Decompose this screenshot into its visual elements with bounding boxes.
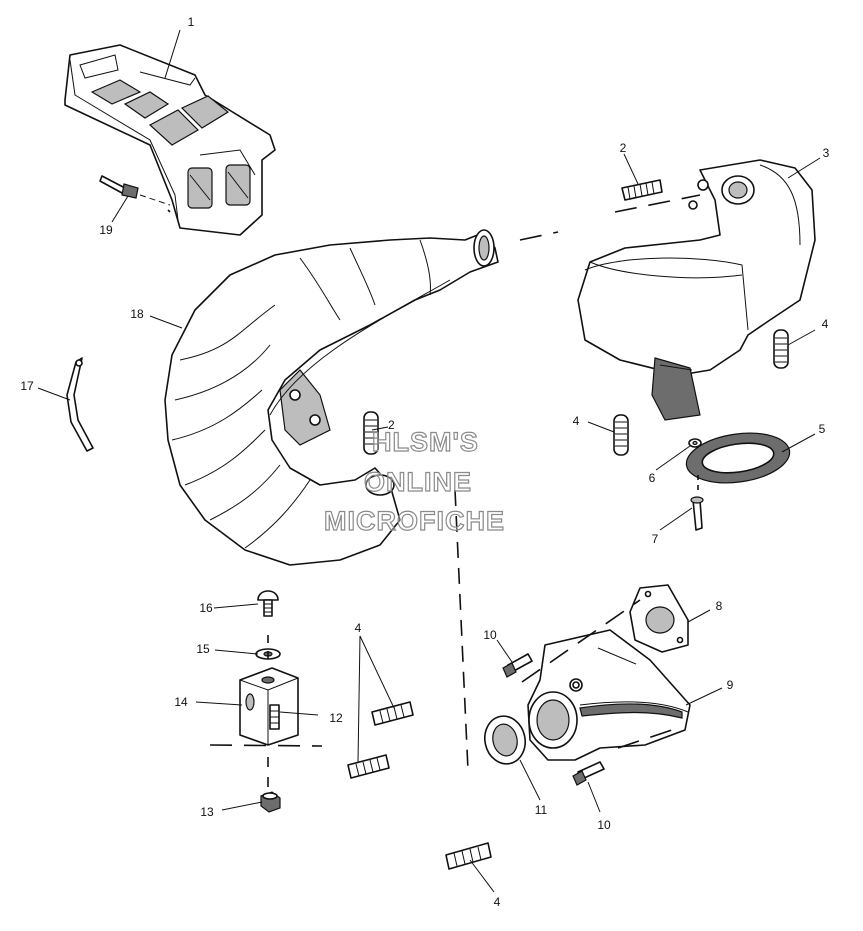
callout-4-right: 4 <box>822 317 829 331</box>
callout-16: 16 <box>199 601 213 615</box>
part-16-screw <box>257 590 279 617</box>
watermark-line-3: MICROFICHE <box>323 505 505 536</box>
part-4-spring-bottom <box>445 842 492 870</box>
part-18-expansion-pipe <box>164 229 499 566</box>
callout-3: 3 <box>823 146 830 160</box>
part-14-mount-block <box>239 667 299 746</box>
part-11-ring <box>484 715 526 765</box>
part-9-manifold <box>527 629 691 761</box>
part-2-spring-center <box>363 411 379 455</box>
callout-19: 19 <box>99 223 113 237</box>
callout-13: 13 <box>200 805 214 819</box>
callout-7: 7 <box>652 532 659 546</box>
callout-4-lower-pair: 4 <box>355 621 362 635</box>
callout-10-lower: 10 <box>597 818 611 832</box>
part-10-bolt-upper <box>502 653 533 678</box>
part-2-spring-upper <box>621 179 663 201</box>
callout-4-bottom: 4 <box>494 895 501 909</box>
callout-10-upper: 10 <box>483 628 497 642</box>
callout-14: 14 <box>174 695 188 709</box>
part-4-spring-right <box>773 329 789 369</box>
callout-labels: 1 2 3 2 4 4 5 6 7 8 9 10 10 11 12 13 14 … <box>20 15 829 909</box>
part-4-spring-mid <box>613 414 629 456</box>
watermark-line-2: ONLINE <box>363 466 473 497</box>
part-19-rivet <box>99 175 171 206</box>
watermark-line-1: HLSM'S <box>371 426 479 457</box>
part-4-spring-lower-a <box>371 701 414 726</box>
callout-17: 17 <box>20 379 34 393</box>
part-13-nut <box>260 791 281 813</box>
part-8-flange-gasket <box>629 584 689 653</box>
part-4-spring-lower-b <box>347 754 390 779</box>
dashed-centerlines <box>167 194 701 792</box>
callout-1: 1 <box>188 15 195 29</box>
callout-4-mid: 4 <box>573 414 580 428</box>
part-10-bolt-lower <box>572 761 605 786</box>
part-1-bracket <box>64 44 276 236</box>
callout-15: 15 <box>196 642 210 656</box>
part-3-muffler <box>577 159 816 421</box>
callout-5: 5 <box>819 422 826 436</box>
part-7-bolt <box>690 496 704 531</box>
callout-2-upper: 2 <box>620 141 627 155</box>
callout-6: 6 <box>649 471 656 485</box>
callout-2-center: 2 <box>388 418 395 432</box>
part-6-washer <box>688 438 702 448</box>
part-5-gasket <box>685 432 791 484</box>
leader-lines <box>37 29 821 893</box>
callout-9: 9 <box>727 678 734 692</box>
callout-8: 8 <box>716 599 723 613</box>
callout-11: 11 <box>535 803 548 817</box>
callout-12: 12 <box>329 711 343 725</box>
part-17-strap <box>66 357 94 452</box>
part-12-spacer <box>269 704 280 730</box>
callout-18: 18 <box>130 307 144 321</box>
